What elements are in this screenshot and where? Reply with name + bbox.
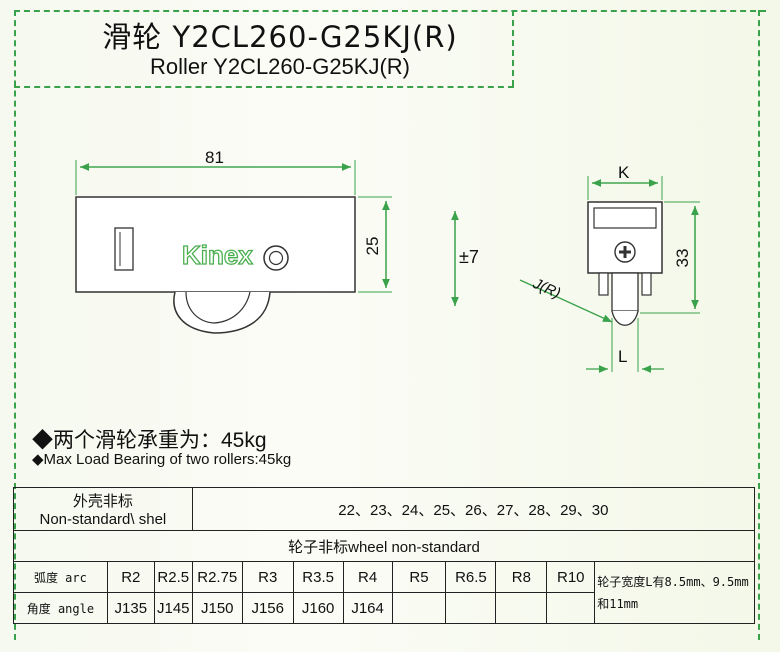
dimension-length: 81: [75, 148, 356, 195]
arc-value: R5: [391, 561, 447, 593]
arc-label: 弧度 arc: [13, 561, 108, 593]
roller-side-view: [587, 201, 663, 326]
arc-row: 弧度 arc R2 R2.5 R2.75 R3 R3.5 R4 R5 R6.5 …: [13, 561, 755, 624]
arc-value: R3.5: [292, 561, 344, 593]
wheel-header-row: 轮子非标wheel non-standard: [13, 530, 755, 562]
angle-label: 角度 angle: [13, 592, 108, 624]
roller-front-view: Kinex: [75, 196, 356, 334]
dimension-height-label: 25: [363, 237, 382, 256]
dimension-33: 33: [640, 201, 700, 314]
shell-label-cell: 外壳非标 Non-standard\ shel: [13, 487, 193, 531]
angle-value: [391, 592, 447, 624]
arc-value: R10: [546, 561, 596, 593]
dimension-adjustment-label: ±7: [459, 247, 479, 267]
arc-value: R3: [241, 561, 294, 593]
angle-value: J135: [106, 592, 155, 624]
title-chinese: 滑轮 Y2CL260-G25KJ(R): [102, 20, 458, 54]
frame-right-dash: [758, 10, 760, 640]
technical-drawing: Kinex 81 25 ±7: [75, 148, 700, 373]
arc-value: R2: [106, 561, 155, 593]
dimension-j: J(R): [519, 275, 613, 323]
angle-value: J145: [153, 592, 193, 624]
arc-value: R2.75: [191, 561, 243, 593]
dimension-l: L: [586, 318, 664, 373]
angle-value: [445, 592, 497, 624]
dimension-adjustment: ±7: [451, 211, 479, 306]
angle-value: J164: [342, 592, 393, 624]
angle-value: J150: [191, 592, 243, 624]
title-english: Roller Y2CL260-G25KJ(R): [149, 54, 411, 79]
shell-label-chinese: 外壳非标: [72, 493, 133, 510]
dimension-height: 25: [358, 196, 392, 293]
dimension-k: K: [587, 163, 663, 200]
load-bearing-english: ◆Max Load Bearing of two rollers:45kg: [32, 451, 292, 468]
arc-value: R2.5: [153, 561, 193, 593]
wheel-width-note: 轮子宽度L有8.5mm、9.5mm和11mm: [594, 561, 755, 624]
brand-logo: Kinex: [182, 240, 253, 270]
dimension-33-label: 33: [673, 249, 692, 268]
shell-row: 外壳非标 Non-standard\ shel 22、23、24、25、26、2…: [13, 487, 756, 531]
dimension-k-label: K: [618, 163, 630, 182]
title-box-bottom-dash: [14, 86, 514, 88]
angle-value: [495, 592, 548, 624]
angle-value: [546, 592, 596, 624]
title-box-right-dash: [512, 10, 514, 86]
frame-left-dash: [14, 10, 16, 640]
arc-value: R6.5: [445, 561, 497, 593]
angle-value: J156: [241, 592, 294, 624]
frame-top-dash: [14, 10, 766, 12]
arc-value: R4: [342, 561, 393, 593]
shell-label-english: Non-standard\ shel: [39, 511, 167, 528]
arc-value: R8: [495, 561, 548, 593]
load-bearing-chinese: ◆两个滑轮承重为：45kg: [32, 429, 267, 452]
angle-row: 角度 angle J135 J145 J150 J156 J160 J164: [13, 592, 755, 624]
spec-table: 外壳非标 Non-standard\ shel 22、23、24、25、26、2…: [13, 487, 756, 624]
dimension-l-label: L: [618, 347, 627, 366]
wheel-header: 轮子非标wheel non-standard: [13, 530, 755, 562]
dimension-length-label: 81: [205, 148, 224, 167]
angle-value: J160: [292, 592, 344, 624]
shell-values: 22、23、24、25、26、27、28、29、30: [191, 487, 756, 531]
